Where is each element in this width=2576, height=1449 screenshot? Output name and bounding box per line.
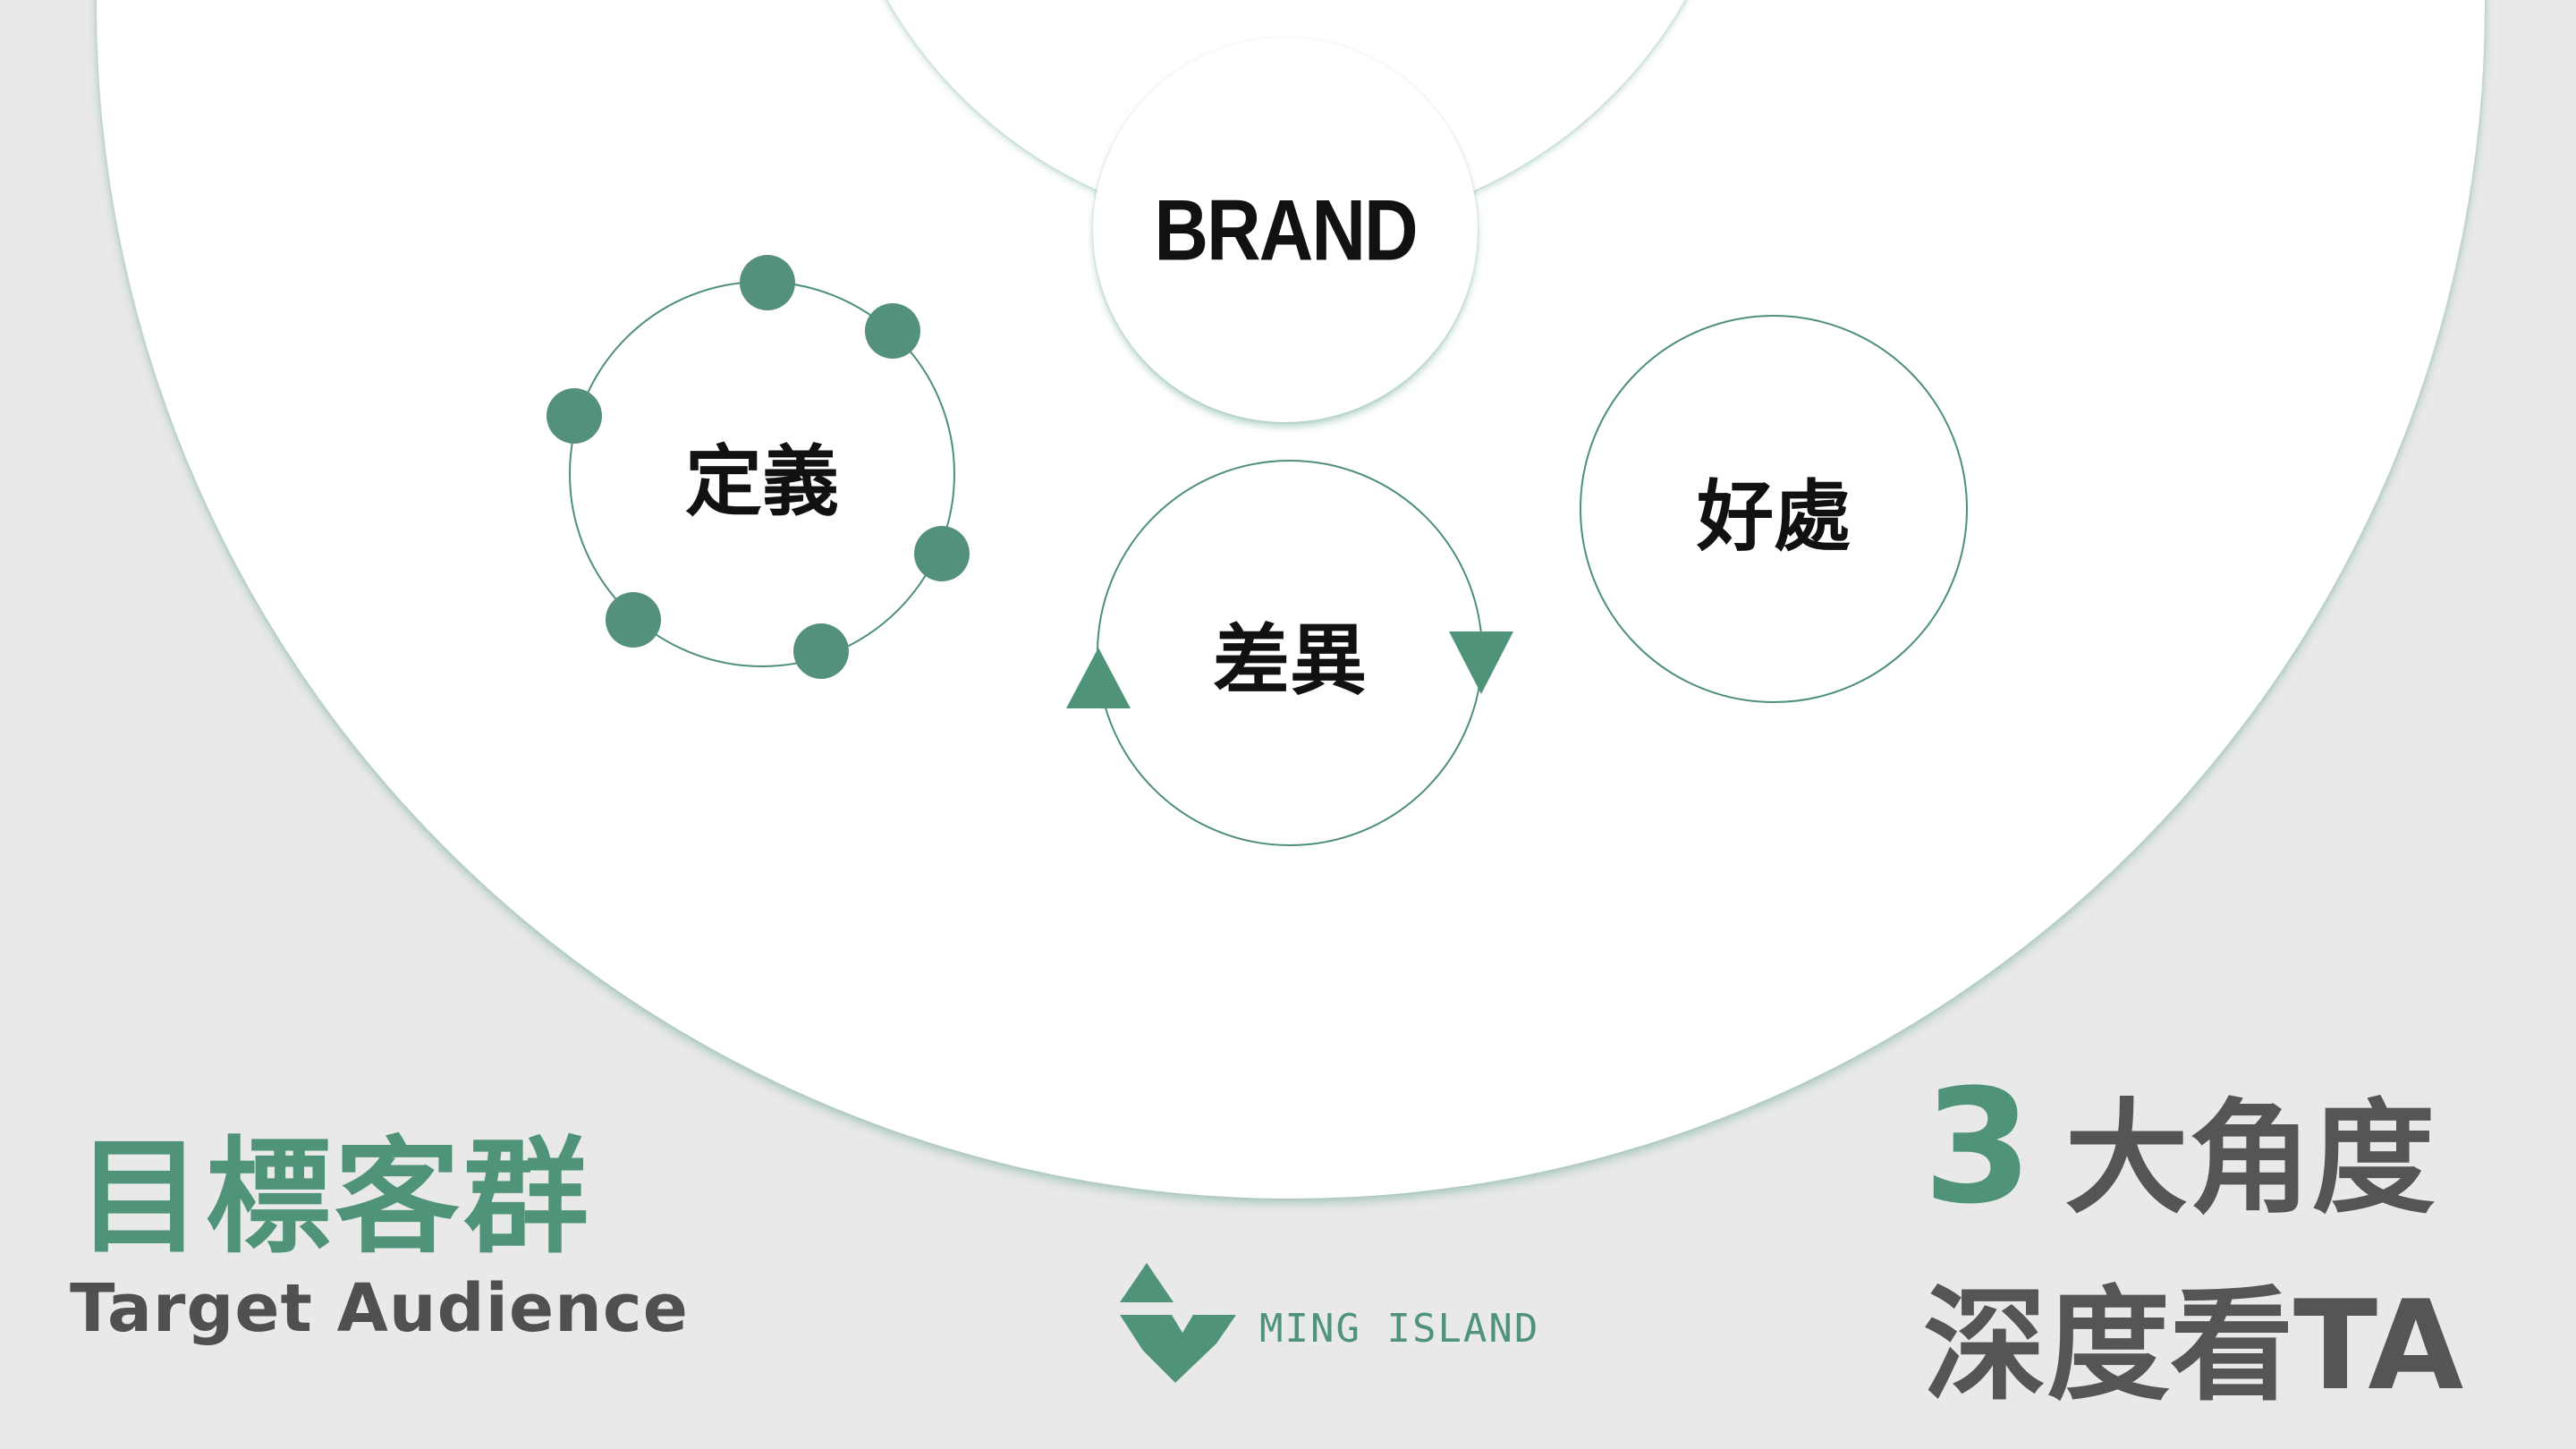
- benefit-circle: 好處: [1580, 315, 1968, 703]
- headline-line1: 3 大角度: [1923, 1055, 2435, 1239]
- headline-line2: 深度看TA: [1923, 1274, 2464, 1418]
- difference-circle: 差異: [1097, 460, 1483, 846]
- benefit-label: 好處: [1697, 471, 1851, 562]
- definition-dot: [606, 592, 661, 648]
- definition-dot: [914, 526, 970, 581]
- ming-island-logo-icon: [1120, 1263, 1236, 1383]
- definition-dot: [865, 303, 920, 359]
- title-chinese: 目標客群: [77, 1125, 593, 1271]
- definition-dot: [740, 255, 795, 310]
- up-arrow-icon: [1066, 648, 1131, 708]
- headline-line1-text: 大角度: [2064, 1087, 2436, 1231]
- difference-label: 差異: [1213, 615, 1367, 706]
- down-arrow-icon: [1449, 631, 1513, 694]
- definition-dot: [547, 388, 602, 444]
- brand-circle: BRAND: [1093, 38, 1478, 422]
- logo-text: MING ISLAND: [1259, 1306, 1540, 1352]
- brand-label: BRAND: [1154, 181, 1418, 278]
- definition-label: 定義: [685, 436, 839, 527]
- title-english: Target Audience: [70, 1270, 689, 1347]
- definition-dot: [793, 623, 849, 679]
- headline-number: 3: [1923, 1055, 2033, 1239]
